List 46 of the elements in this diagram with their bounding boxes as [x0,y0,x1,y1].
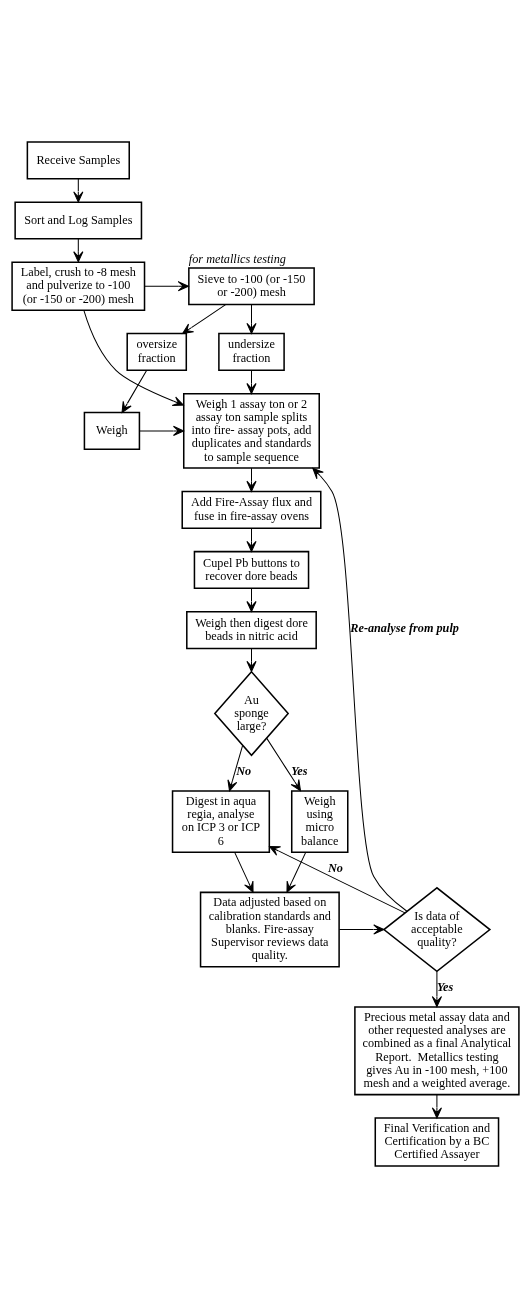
arrow [431,971,442,1008]
node-box: Final Verification and Certification by a BC Certified Assayer [374,1117,500,1167]
node-box: Sort and Log Samples [14,201,143,240]
node-box: Add Fire-Assay flux and fuse in fire-assay ovens [181,490,322,529]
node-box: undersize fraction [218,332,285,372]
node-box: Weigh [83,411,141,450]
node-box: Label, crush to -8 mesh and pulverize to -100 (or -150 or -200) mesh [11,261,146,311]
arrow [246,369,257,395]
arrow [268,845,406,914]
node-box: Weigh 1 assay ton or 2 assay ton sample splits into fire- assay pots, add duplicates and standards to sample sequence [182,392,320,469]
arrow [121,369,148,413]
arrow [338,924,385,935]
node-diamond: Is data of acceptable quality? [382,886,492,973]
arrow [227,745,244,792]
arrow [431,1094,442,1119]
arrow [144,281,189,292]
edge-label: No [327,861,343,876]
node-box: Digest in aqua regia, analyse on ICP 3 or ICP 6 [171,790,271,853]
node-box: Cupel Pb buttons to recover dore beads [193,550,310,590]
node-box: Weigh using micro balance [290,790,349,853]
node-box: Precious metal assay data and other requested analyses are combined as a final Analytical Report. Metallics testing gives Au in -100 mesh, +100 mesh and a weighted average. [354,1006,520,1096]
arrow [234,851,254,893]
node-box: oversize fraction [126,332,188,372]
edge-label: Yes [291,764,308,779]
arrow [83,309,184,407]
arrow [73,238,84,263]
edge-label: Yes [436,980,454,995]
arrow [246,648,257,672]
arrow [246,587,257,613]
node-box: Receive Samples [26,141,130,180]
node-label: for metallics testing [188,252,286,267]
arrow [312,467,408,912]
node-diamond: Au sponge large? [213,670,290,757]
arrow [182,304,227,335]
node-box: Data adjusted based on calibration standards and blanks. Fire-assay Supervisor reviews data quality. [199,891,340,968]
edge-label: No [236,764,252,779]
node-box: Sieve to -100 (or -150 or -200) mesh [188,267,315,306]
arrow [246,527,257,553]
arrow [73,178,84,203]
node-box: Weigh then digest dore beads in nitric acid [186,610,317,650]
arrow [266,737,301,792]
arrow [286,851,307,893]
arrow [246,304,257,335]
edge-label: Re-analyse from pulp [350,621,459,636]
arrow [246,467,257,492]
arrow [138,425,185,436]
